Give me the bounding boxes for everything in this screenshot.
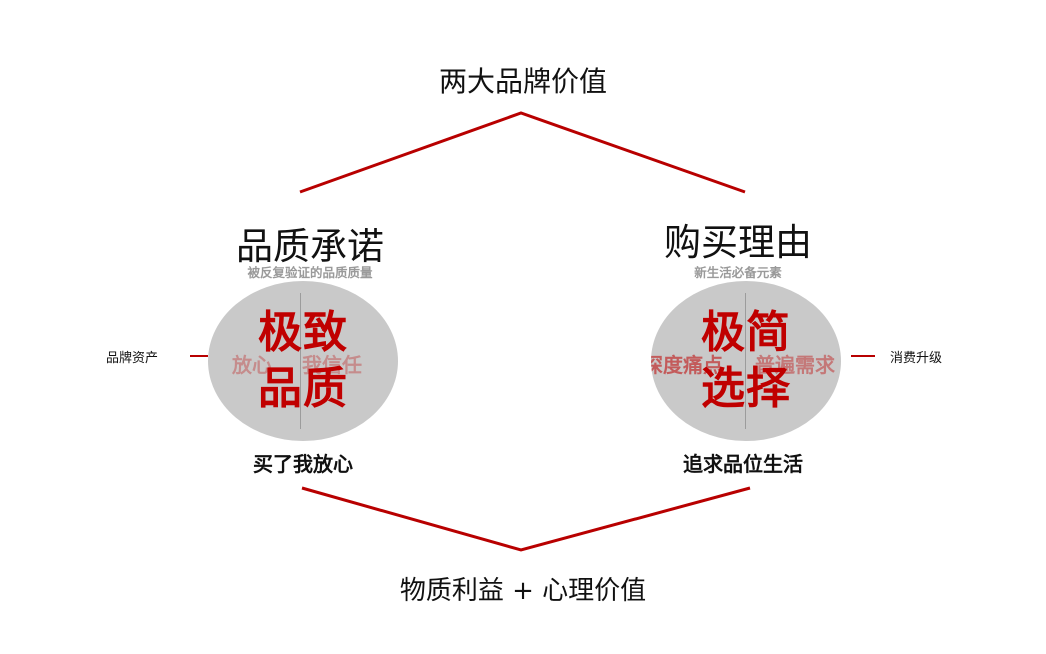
left-node-subtitle: 被反复验证的品质质量 [247,265,373,280]
top-title: 两大品牌价值 [438,65,607,98]
left-node-circle: 放心 我信任 极致 品质 [208,281,398,441]
bottom-connector [301,486,751,552]
left-ghost-text-right: 我信任 [302,353,362,377]
right-ghost-text-right: 普遍需求 [755,353,835,377]
right-ghost-text-left: 深度痛点 [651,353,723,377]
right-circle-divider [745,293,746,429]
right-side-tick [851,355,875,357]
bottom-title: 物质利益 + 心理价值 [399,576,647,606]
top-connector [299,111,746,194]
right-side-label: 消费升级 [890,351,943,366]
right-center-line2: 选择 [701,363,791,414]
right-center-line1: 极简 [701,307,791,358]
left-node-footer: 买了我放心 [253,452,353,476]
right-node-title: 购买理由 [664,221,812,264]
left-center-line2: 品质 [258,363,348,414]
right-node-subtitle: 新生活必备元素 [694,265,782,280]
left-node-title: 品质承诺 [236,225,384,268]
left-circle-divider [300,293,301,429]
left-ghost-text-left: 放心 [232,353,272,377]
left-side-tick [190,355,208,357]
right-node-footer: 追求品位生活 [683,452,803,476]
left-center-line1: 极致 [258,307,348,358]
left-side-label: 品牌资产 [106,351,159,366]
right-node-circle: 深度痛点 普遍需求 极简 选择 [651,281,841,441]
